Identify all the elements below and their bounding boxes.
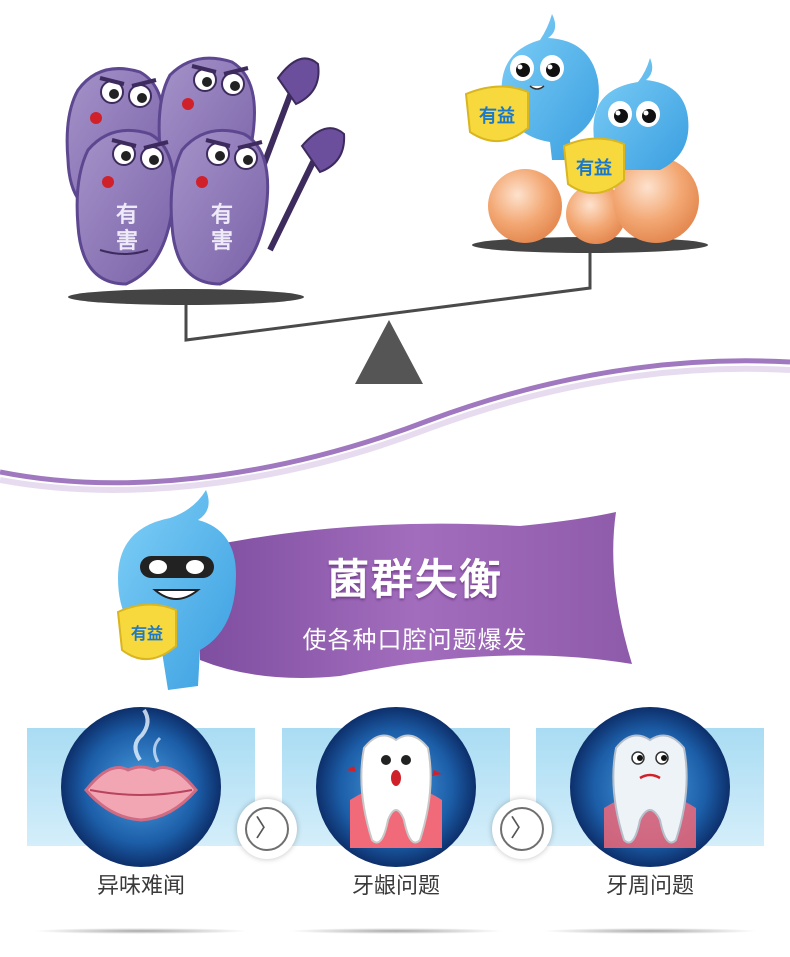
gum-tooth-icon [316, 707, 476, 867]
card-shadow [288, 928, 504, 934]
chevron-right-icon: 〉 [245, 807, 289, 851]
problem-label-gum: 牙龈问题 [351, 874, 440, 899]
problem-label-periodontal: 牙周问题 [605, 874, 694, 899]
banner-title: 菌群失衡 [326, 555, 503, 604]
periodontal-tooth-icon [570, 707, 730, 867]
shovel-icon [255, 57, 320, 182]
orange-ball [566, 184, 626, 244]
next-arrow-button[interactable]: 〉 [492, 799, 552, 859]
beneficial-bacteria-group: 有益 有益 [464, 14, 699, 244]
beneficial-bacterium: 有益 [562, 58, 689, 195]
harmful-bacterium: 有 害 [75, 128, 176, 286]
beneficial-badge-text: 有益 [479, 105, 515, 127]
lips-odor-icon [61, 707, 221, 867]
harmful-badge-line2: 害 [116, 228, 138, 254]
harmful-badge-line2: 害 [211, 228, 233, 254]
banner-subtitle: 使各种口腔问题爆发 [302, 626, 528, 654]
balance-scale [68, 237, 708, 384]
harmful-bacteria-group: 有 害 有 害 [65, 56, 346, 286]
beneficial-mascot: 有益 [116, 490, 236, 690]
card-shadow [33, 928, 249, 934]
wave-divider [0, 358, 790, 493]
problem-label-odor: 异味难闻 [96, 874, 185, 899]
shovel-icon [267, 127, 346, 252]
harmful-bacterium: 有 害 [169, 128, 270, 286]
chevron-right-icon: 〉 [500, 807, 544, 851]
harmful-badge-line1: 有 [116, 202, 138, 228]
mascot-badge-text: 有益 [131, 624, 163, 643]
card-shadow [542, 928, 758, 934]
banner-ribbon [200, 512, 632, 678]
beneficial-badge-text: 有益 [576, 157, 612, 179]
harmful-badge-line1: 有 [211, 202, 233, 228]
orange-ball [488, 169, 562, 243]
next-arrow-button[interactable]: 〉 [237, 799, 297, 859]
beneficial-bacterium: 有益 [464, 14, 599, 160]
orange-ball [613, 157, 699, 243]
